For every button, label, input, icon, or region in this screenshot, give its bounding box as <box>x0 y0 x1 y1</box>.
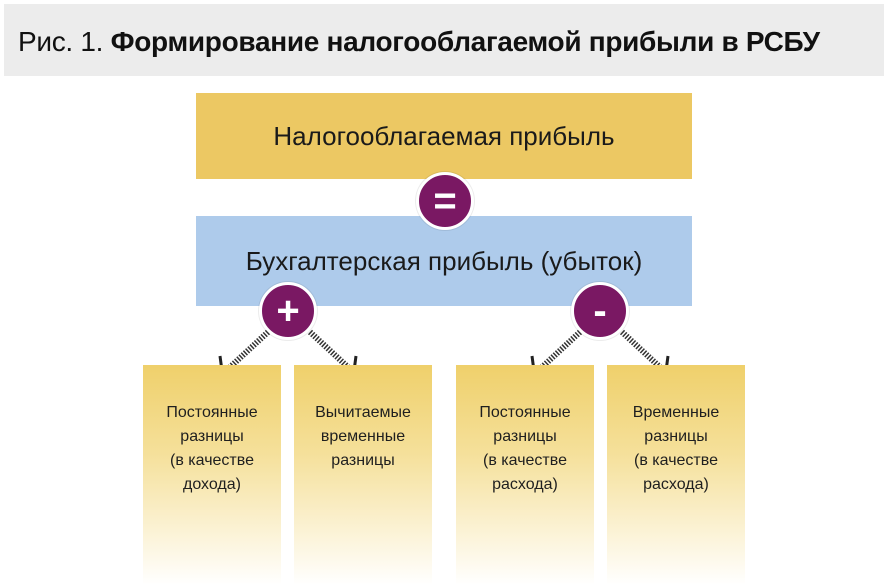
item-line: Временные <box>632 404 720 421</box>
arrow-minus-left <box>537 329 583 372</box>
item-line: дохода) <box>183 476 241 493</box>
item-line: Постоянные <box>479 404 571 421</box>
item-permanent-differences-expense: Постоянные разницы (в качестве расхода) <box>456 365 594 585</box>
item-line: разницы <box>644 428 708 445</box>
taxable-profit-label: Налогооблагаемая прибыль <box>273 120 615 151</box>
figure-title-text: Формирование налогооблагаемой прибыли в … <box>110 26 820 57</box>
item-line: расхода) <box>643 476 709 493</box>
item-line: расхода) <box>492 476 558 493</box>
item-deductible-temporary-differences: Вычитаемые временные разницы <box>294 365 432 585</box>
taxable-profit-box: Налогооблагаемая прибыль <box>196 93 692 179</box>
item-line: разницы <box>180 428 244 445</box>
figure-title: Рис. 1. Формирование налогооблагаемой пр… <box>18 26 820 58</box>
item-temporary-differences-expense: Временные разницы (в качестве расхода) <box>607 365 745 585</box>
arrow-plus-right <box>307 329 353 372</box>
arrow-plus-left <box>225 329 271 372</box>
accounting-profit-label: Бухгалтерская прибыль (убыток) <box>245 245 643 276</box>
item-permanent-differences-income: Постоянные разницы (в качестве дохода) <box>143 365 281 585</box>
item-line: (в качестве <box>634 452 718 469</box>
item-line: разницы <box>493 428 557 445</box>
equals-operator: = <box>416 172 474 230</box>
arrow-minus-right <box>619 329 665 372</box>
item-line: разницы <box>331 452 395 469</box>
item-line: Постоянные <box>166 404 258 421</box>
item-line: (в качестве <box>170 452 254 469</box>
item-line: Вычитаемые <box>315 404 411 421</box>
item-line: (в качестве <box>483 452 567 469</box>
plus-operator: + <box>259 282 317 340</box>
plus-sign: + <box>276 289 300 333</box>
minus-operator: - <box>571 282 629 340</box>
item-line: временные <box>320 428 406 445</box>
figure-header: Рис. 1. Формирование налогооблагаемой пр… <box>4 4 884 76</box>
figure-number: Рис. 1. <box>18 26 104 57</box>
equals-sign: = <box>433 179 457 223</box>
minus-sign: - <box>593 289 607 333</box>
